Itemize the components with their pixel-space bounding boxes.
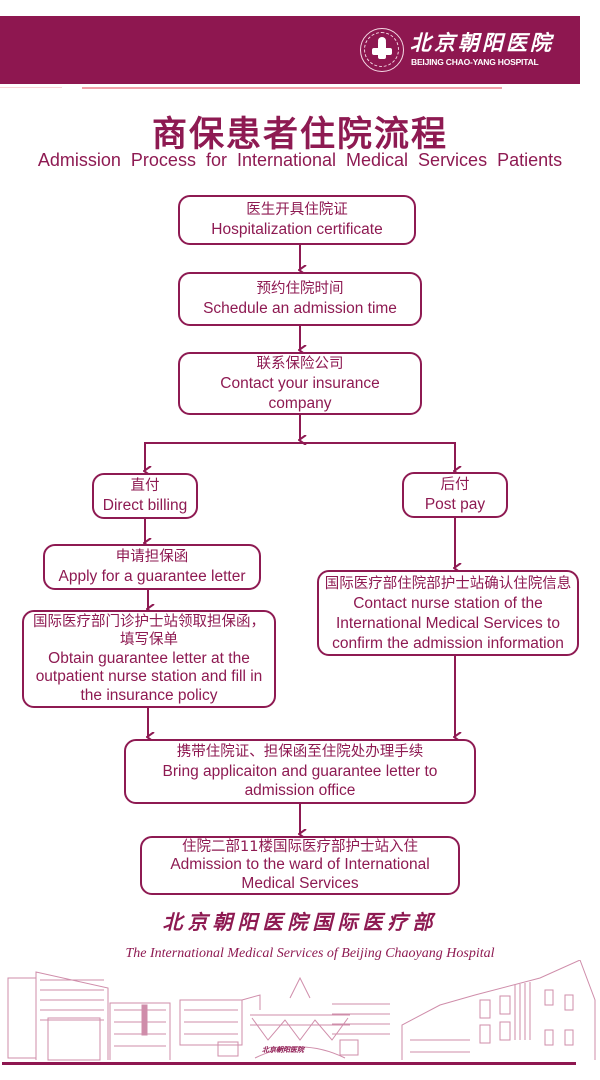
node-direct-billing: 直付 Direct billing [92, 473, 198, 519]
hospital-name-en: BEIJING CHAO-YANG HOSPITAL [411, 57, 539, 67]
header-divider-left [0, 87, 62, 88]
node-apply-guarantee-letter: 申请担保函 Apply for a guarantee letter [43, 544, 261, 590]
node-admission-office: 携带住院证、担保函至住院处办理手续 Bring applicaiton and … [124, 739, 476, 804]
header-divider [82, 87, 502, 89]
node-obtain-guarantee-letter: 国际医疗部门诊护士站领取担保函，填写保单 Obtain guarantee le… [22, 610, 276, 708]
header-band [0, 16, 580, 84]
node-contact-nurse-station: 国际医疗部住院部护士站确认住院信息Contact nurse station o… [317, 570, 579, 656]
gate-sign: 北京朝阳医院 [262, 1045, 304, 1054]
node-post-pay: 后付 Post pay [402, 472, 508, 518]
split-line [144, 442, 456, 470]
department-name-en: The International Medical Services of Be… [125, 946, 495, 961]
ground-line [2, 1062, 576, 1065]
page-title-cn: 商保患者住院流程 [151, 115, 448, 155]
node-ward-admission: 住院二部11楼国际医疗部护士站入住 Admission to the ward … [140, 836, 460, 895]
hospital-skyline-illustration [7, 960, 596, 1061]
hospital-name-cn: 北京朝阳医院 [410, 30, 554, 55]
hospital-logo-icon [360, 28, 404, 72]
node-hospitalization-certificate: 医生开具住院证 Hospitalization certificate [178, 195, 416, 245]
node-contact-insurance: 联系保险公司 Contact your insurance company [178, 352, 422, 415]
node-schedule-admission: 预约住院时间 Schedule an admission time [178, 272, 422, 326]
page-title-en: Admission Process for International Medi… [37, 150, 563, 170]
department-name-cn: 北京朝阳医院国际医疗部 [162, 910, 438, 934]
